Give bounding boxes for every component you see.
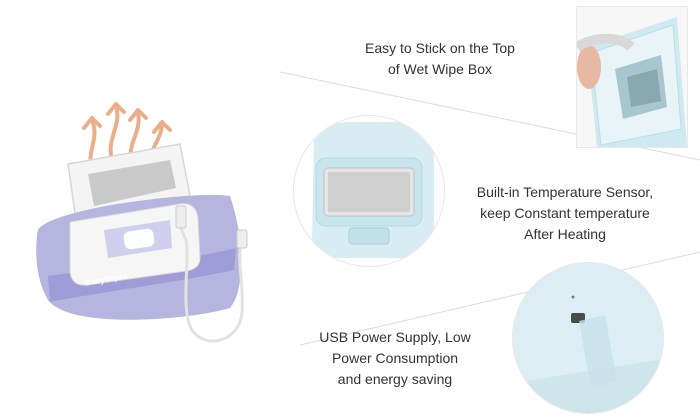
feature-1-line-2: of Wet Wipe Box: [387, 61, 492, 77]
feature-2-text: Built-in Temperature Sensor, keep Consta…: [460, 182, 670, 245]
feature-1-text: Easy to Stick on the Top of Wet Wipe Box: [345, 38, 535, 80]
feature-1-line-1: Easy to Stick on the Top: [365, 40, 515, 56]
wipe-warmer-product-image: [36, 102, 248, 343]
feature-2-line-1: Built-in Temperature Sensor,: [476, 184, 654, 200]
feature-3-line-3: and energy saving: [337, 371, 453, 387]
feature-3-line-1: USB Power Supply, Low: [319, 329, 471, 345]
feature-3-text: USB Power Supply, Low Power Consumption …: [305, 327, 485, 390]
usb-cable: [175, 205, 248, 343]
feature-3-line-2: Power Consumption: [331, 350, 459, 366]
usb-port-circle: [512, 262, 664, 414]
stick-on-box-photo: [576, 6, 688, 148]
temperature-sensor-circle: [293, 115, 445, 267]
feature-2-line-3: After Heating: [524, 226, 606, 242]
wipe-pack: [36, 194, 242, 320]
feature-2-line-2: keep Constant temperature: [480, 205, 650, 221]
